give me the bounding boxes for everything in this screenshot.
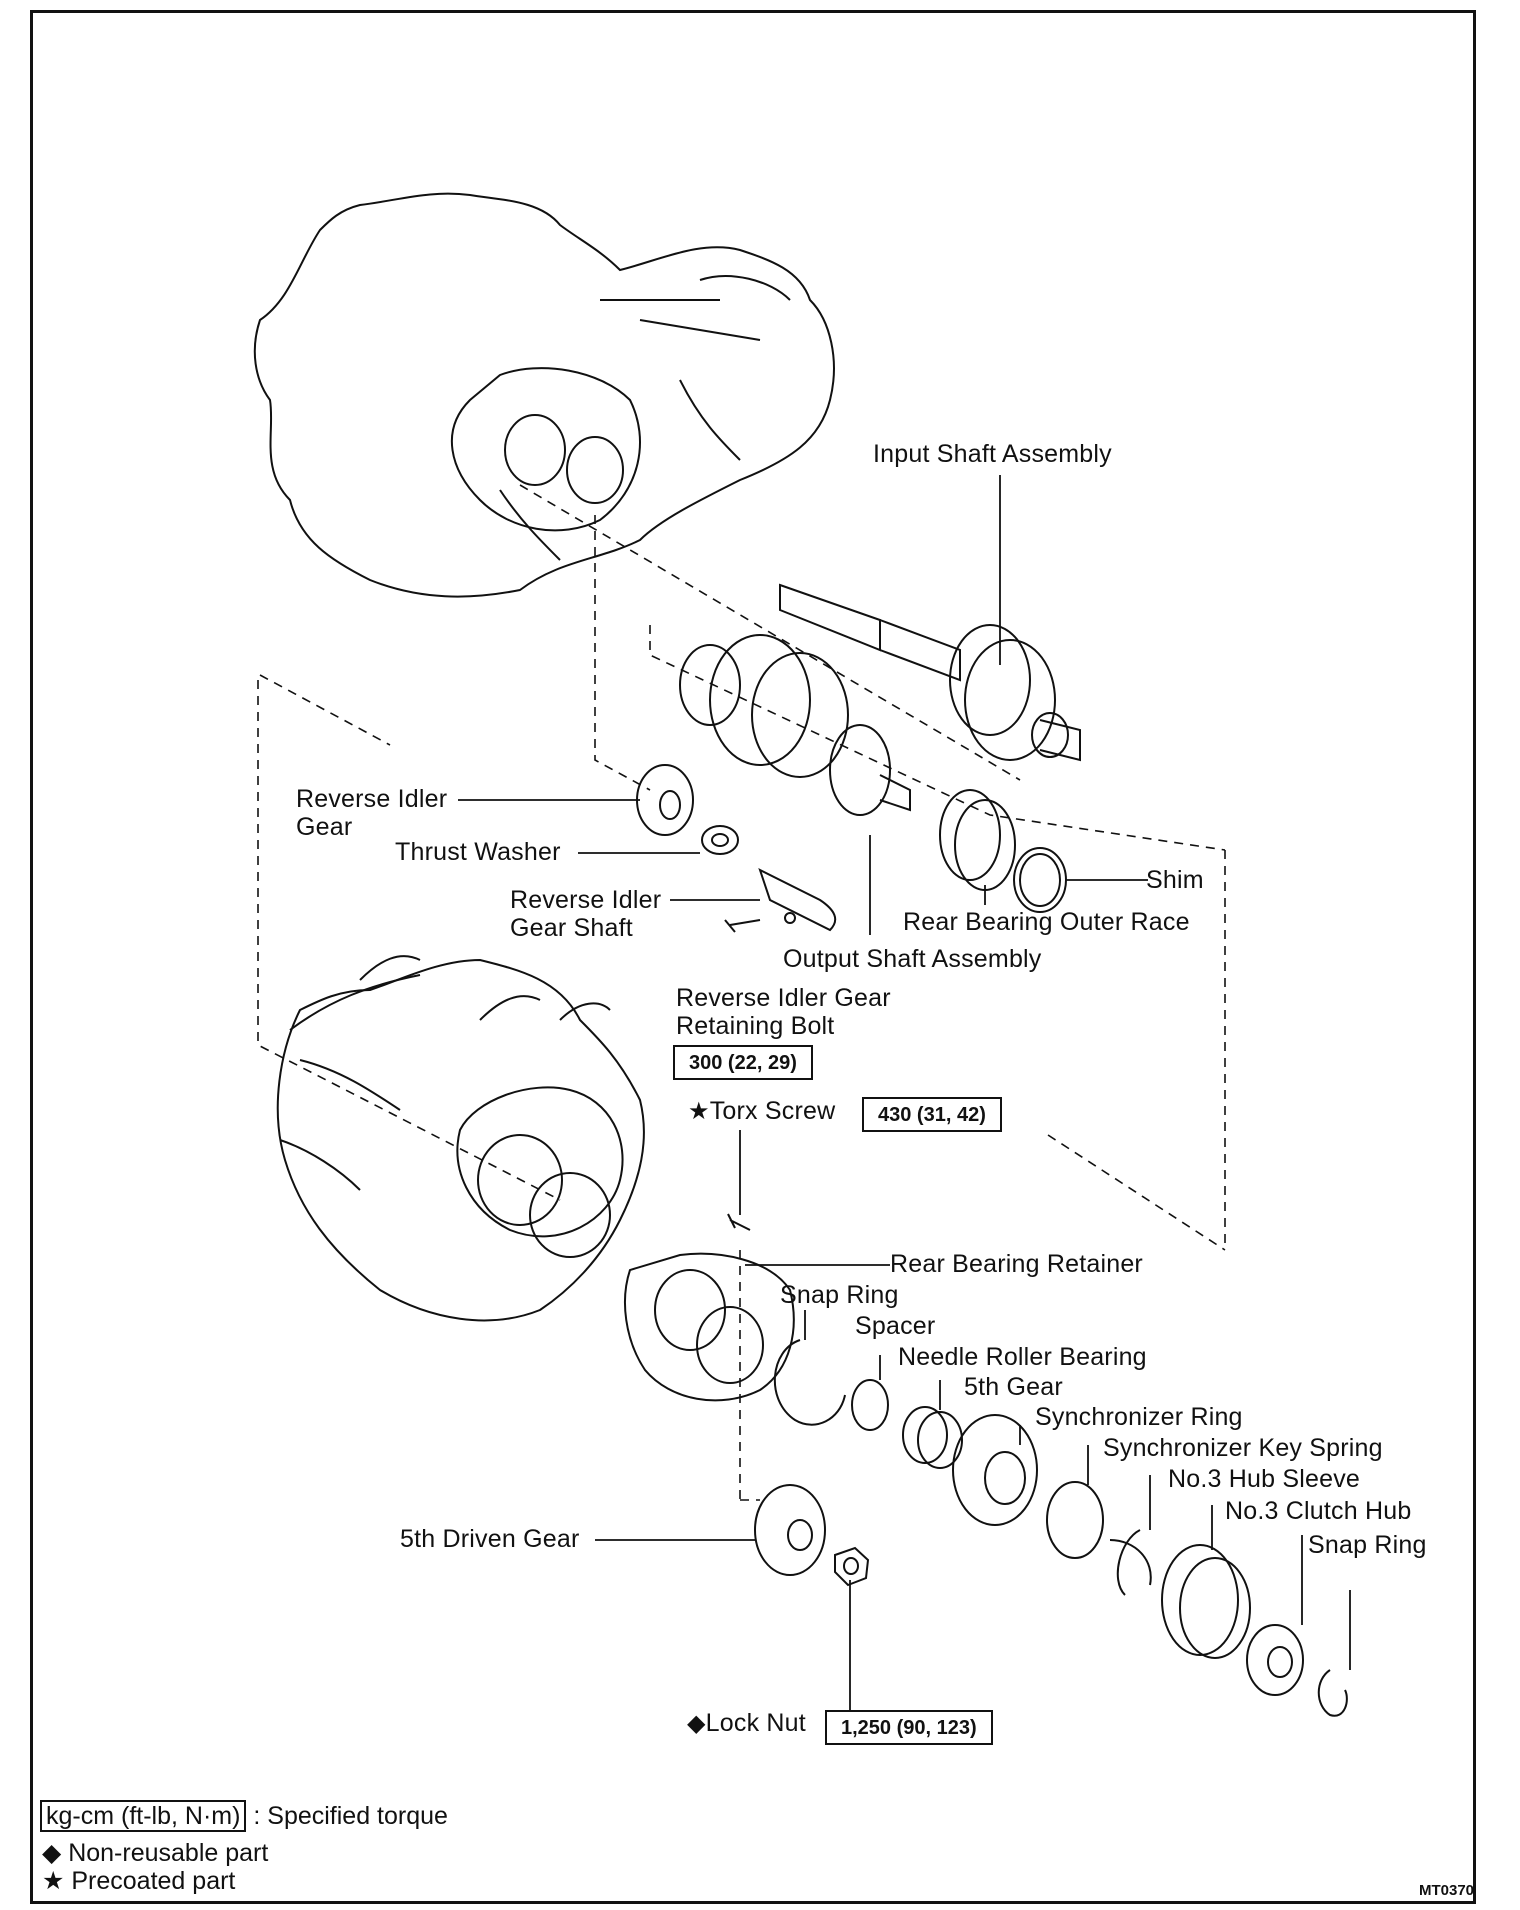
figure-code: MT0370 (1419, 1882, 1475, 1899)
label-line-1: Reverse Idler Gear (676, 984, 891, 1012)
torx-screw-shape (727, 1213, 751, 1231)
label-input-shaft-assembly: Input Shaft Assembly (873, 440, 1112, 468)
label-retaining-bolt: Reverse Idler Gear Retaining Bolt (676, 984, 891, 1040)
needle-bearing-shape (902, 1406, 948, 1464)
legend-non-reusable: ◆ Non-reusable part (42, 1838, 268, 1868)
lock-nut-shape (834, 1546, 870, 1587)
fifth-gear-shape (952, 1414, 1038, 1526)
torque-box-retaining-bolt: 300 (22, 29) (673, 1045, 813, 1080)
lock-nut-text: Lock Nut (705, 1709, 806, 1737)
label-line-1: Reverse Idler (510, 886, 662, 914)
label-no3-clutch-hub: No.3 Clutch Hub (1225, 1497, 1412, 1525)
non-reusable-diamond-icon: ◆ (42, 1839, 62, 1867)
label-output-shaft-assembly: Output Shaft Assembly (783, 945, 1042, 973)
label-5th-driven-gear: 5th Driven Gear (400, 1525, 580, 1553)
snap-ring-1-shape (773, 1339, 846, 1426)
label-lock-nut: ◆Lock Nut (687, 1709, 806, 1738)
label-no3-hub-sleeve: No.3 Hub Sleeve (1168, 1465, 1361, 1493)
spacer-shape (851, 1379, 889, 1431)
legend-torque-desc: : Specified torque (253, 1802, 448, 1830)
precoated-star-icon: ★ (688, 1098, 710, 1125)
label-snap-ring-2: Snap Ring (1308, 1531, 1427, 1559)
label-needle-roller-bearing: Needle Roller Bearing (898, 1343, 1147, 1371)
transaxle-case-lower (276, 958, 645, 1322)
precoated-star-icon: ★ (42, 1867, 65, 1895)
hub-sleeve-shape (1161, 1544, 1239, 1656)
legend-non-reusable-desc: Non-reusable part (68, 1839, 269, 1867)
output-shaft-assembly (679, 634, 911, 816)
label-reverse-idler-gear: Reverse Idler Gear (296, 785, 447, 841)
reverse-idler-shaft-shape (758, 868, 837, 932)
snap-ring-2-shape (1317, 1669, 1348, 1717)
rear-bearing-outer-race-shape (939, 789, 1001, 881)
torque-box-lock-nut: 1,250 (90, 123) (825, 1710, 993, 1745)
legend-precoated: ★ Precoated part (42, 1866, 235, 1896)
label-reverse-idler-gear-shaft: Reverse Idler Gear Shaft (510, 886, 661, 942)
reverse-idler-gear-shape (636, 764, 694, 836)
thrust-washer-shape (701, 825, 739, 855)
rear-bearing-retainer-shape (624, 1252, 795, 1402)
label-torx-screw: ★Torx Screw (688, 1097, 835, 1126)
clutch-hub-shape (1246, 1624, 1304, 1696)
synchronizer-ring-shape (1046, 1481, 1104, 1559)
label-5th-gear: 5th Gear (964, 1373, 1063, 1401)
label-line-2: Retaining Bolt (676, 1012, 835, 1040)
diagram-frame (30, 10, 1476, 1904)
label-shim: Shim (1146, 866, 1204, 894)
label-synchronizer-key-spring: Synchronizer Key Spring (1103, 1434, 1383, 1462)
torque-box-torx-screw: 430 (31, 42) (862, 1097, 1002, 1132)
legend-precoated-desc: Precoated part (71, 1867, 236, 1895)
label-thrust-washer: Thrust Washer (395, 838, 561, 866)
retaining-bolt-shape (724, 919, 761, 933)
legend-torque: kg-cm (ft-lb, N·m) : Specified torque (40, 1800, 448, 1832)
shim-shape (1013, 847, 1067, 913)
non-reusable-diamond-icon: ◆ (687, 1710, 706, 1737)
torx-screw-text: Torx Screw (709, 1097, 836, 1125)
input-shaft-assembly (779, 583, 1081, 762)
label-rear-bearing-retainer: Rear Bearing Retainer (890, 1250, 1143, 1278)
label-line-2: Gear (296, 813, 353, 841)
transaxle-case-upper (253, 192, 835, 598)
label-line-2: Gear Shaft (510, 914, 633, 942)
fifth-driven-gear-shape (754, 1484, 826, 1576)
legend-torque-unit: kg-cm (ft-lb, N·m) (40, 1800, 247, 1832)
label-snap-ring-1: Snap Ring (780, 1281, 899, 1309)
label-synchronizer-ring: Synchronizer Ring (1035, 1403, 1243, 1431)
key-spring-shape (1109, 1529, 1152, 1596)
label-rear-bearing-outer-race: Rear Bearing Outer Race (903, 908, 1190, 936)
label-line-1: Reverse Idler (296, 785, 448, 813)
label-spacer: Spacer (855, 1312, 936, 1340)
